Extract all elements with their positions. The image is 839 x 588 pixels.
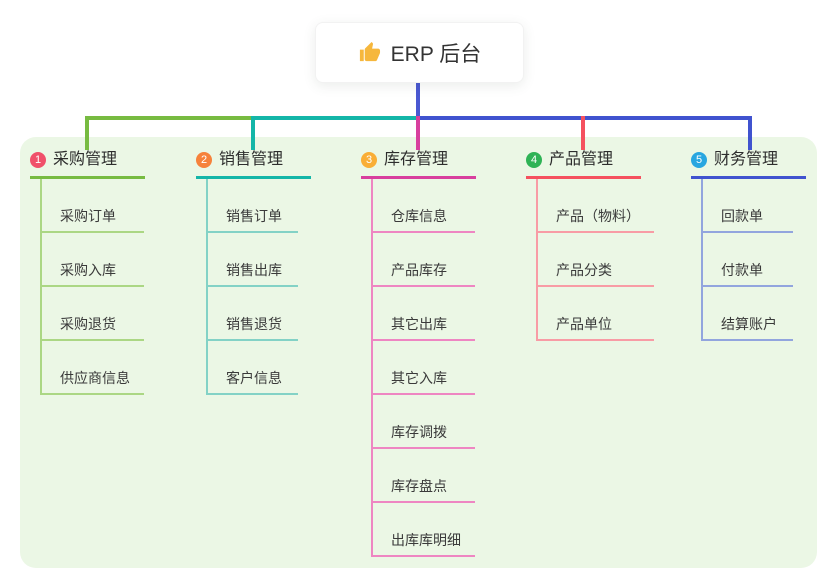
node-other-inbound[interactable]: 其它入库 [373, 341, 475, 395]
node-sales-order[interactable]: 销售订单 [208, 179, 298, 233]
bus-line-blue [418, 116, 752, 120]
branch-title-product[interactable]: 4 产品管理 [526, 149, 641, 179]
badge-2: 2 [196, 152, 212, 168]
branch-label-sales: 销售管理 [219, 151, 284, 168]
badge-4: 4 [526, 152, 542, 168]
badge-1: 1 [30, 152, 46, 168]
bus-line-teal [254, 116, 418, 120]
node-product-unit[interactable]: 产品单位 [538, 287, 654, 341]
branch-children-purchase: 采购订单 采购入库 采购退货 供应商信息 [40, 179, 144, 395]
drop-line-product [581, 116, 585, 150]
node-stock-count[interactable]: 库存盘点 [373, 449, 475, 503]
branch-label-finance: 财务管理 [714, 151, 779, 168]
node-sales-outbound[interactable]: 销售出库 [208, 233, 298, 287]
node-stock-transfer[interactable]: 库存调拨 [373, 395, 475, 449]
branch-finance: 5 财务管理 回款单 付款单 结算账户 [691, 149, 806, 341]
drop-line-purchase [85, 116, 89, 150]
node-settlement-account[interactable]: 结算账户 [703, 287, 793, 341]
node-receipt-order[interactable]: 回款单 [703, 179, 793, 233]
root-node-label: ERP 后台 [390, 42, 482, 66]
branch-label-inventory: 库存管理 [384, 151, 449, 168]
node-supplier-info[interactable]: 供应商信息 [42, 341, 144, 395]
root-stem-line [416, 83, 420, 117]
branch-title-purchase[interactable]: 1 采购管理 [30, 149, 145, 179]
node-warehouse-info[interactable]: 仓库信息 [373, 179, 475, 233]
node-purchase-inbound[interactable]: 采购入库 [42, 233, 144, 287]
node-purchase-order[interactable]: 采购订单 [42, 179, 144, 233]
drop-line-inventory [416, 116, 420, 150]
badge-3: 3 [361, 152, 377, 168]
branch-sales: 2 销售管理 销售订单 销售出库 销售退货 客户信息 [196, 149, 311, 395]
thumbs-up-icon [359, 41, 380, 62]
branch-title-finance[interactable]: 5 财务管理 [691, 149, 806, 179]
branch-children-finance: 回款单 付款单 结算账户 [701, 179, 793, 341]
badge-5: 5 [691, 152, 707, 168]
branch-title-inventory[interactable]: 3 库存管理 [361, 149, 476, 179]
node-product-category[interactable]: 产品分类 [538, 233, 654, 287]
node-outbound-detail[interactable]: 出库库明细 [373, 503, 475, 557]
node-product-material[interactable]: 产品（物料） [538, 179, 654, 233]
branch-inventory: 3 库存管理 仓库信息 产品库存 其它出库 其它入库 库存调拨 库存盘点 出库库… [361, 149, 476, 557]
branch-children-sales: 销售订单 销售出库 销售退货 客户信息 [206, 179, 298, 395]
node-purchase-return[interactable]: 采购退货 [42, 287, 144, 341]
bus-line-green [86, 116, 254, 120]
node-other-outbound[interactable]: 其它出库 [373, 287, 475, 341]
root-node-erp[interactable]: ERP 后台 [315, 22, 524, 83]
drop-line-finance [748, 116, 752, 150]
node-product-stock[interactable]: 产品库存 [373, 233, 475, 287]
branch-label-purchase: 采购管理 [53, 151, 118, 168]
branch-children-inventory: 仓库信息 产品库存 其它出库 其它入库 库存调拨 库存盘点 出库库明细 [371, 179, 475, 557]
node-sales-return[interactable]: 销售退货 [208, 287, 298, 341]
branch-children-product: 产品（物料） 产品分类 产品单位 [536, 179, 654, 341]
branch-title-sales[interactable]: 2 销售管理 [196, 149, 311, 179]
background-panel [20, 137, 817, 568]
node-payment-order[interactable]: 付款单 [703, 233, 793, 287]
branch-purchase: 1 采购管理 采购订单 采购入库 采购退货 供应商信息 [30, 149, 145, 395]
node-customer-info[interactable]: 客户信息 [208, 341, 298, 395]
branch-product: 4 产品管理 产品（物料） 产品分类 产品单位 [526, 149, 654, 341]
branch-label-product: 产品管理 [549, 151, 614, 168]
drop-line-sales [251, 116, 255, 150]
